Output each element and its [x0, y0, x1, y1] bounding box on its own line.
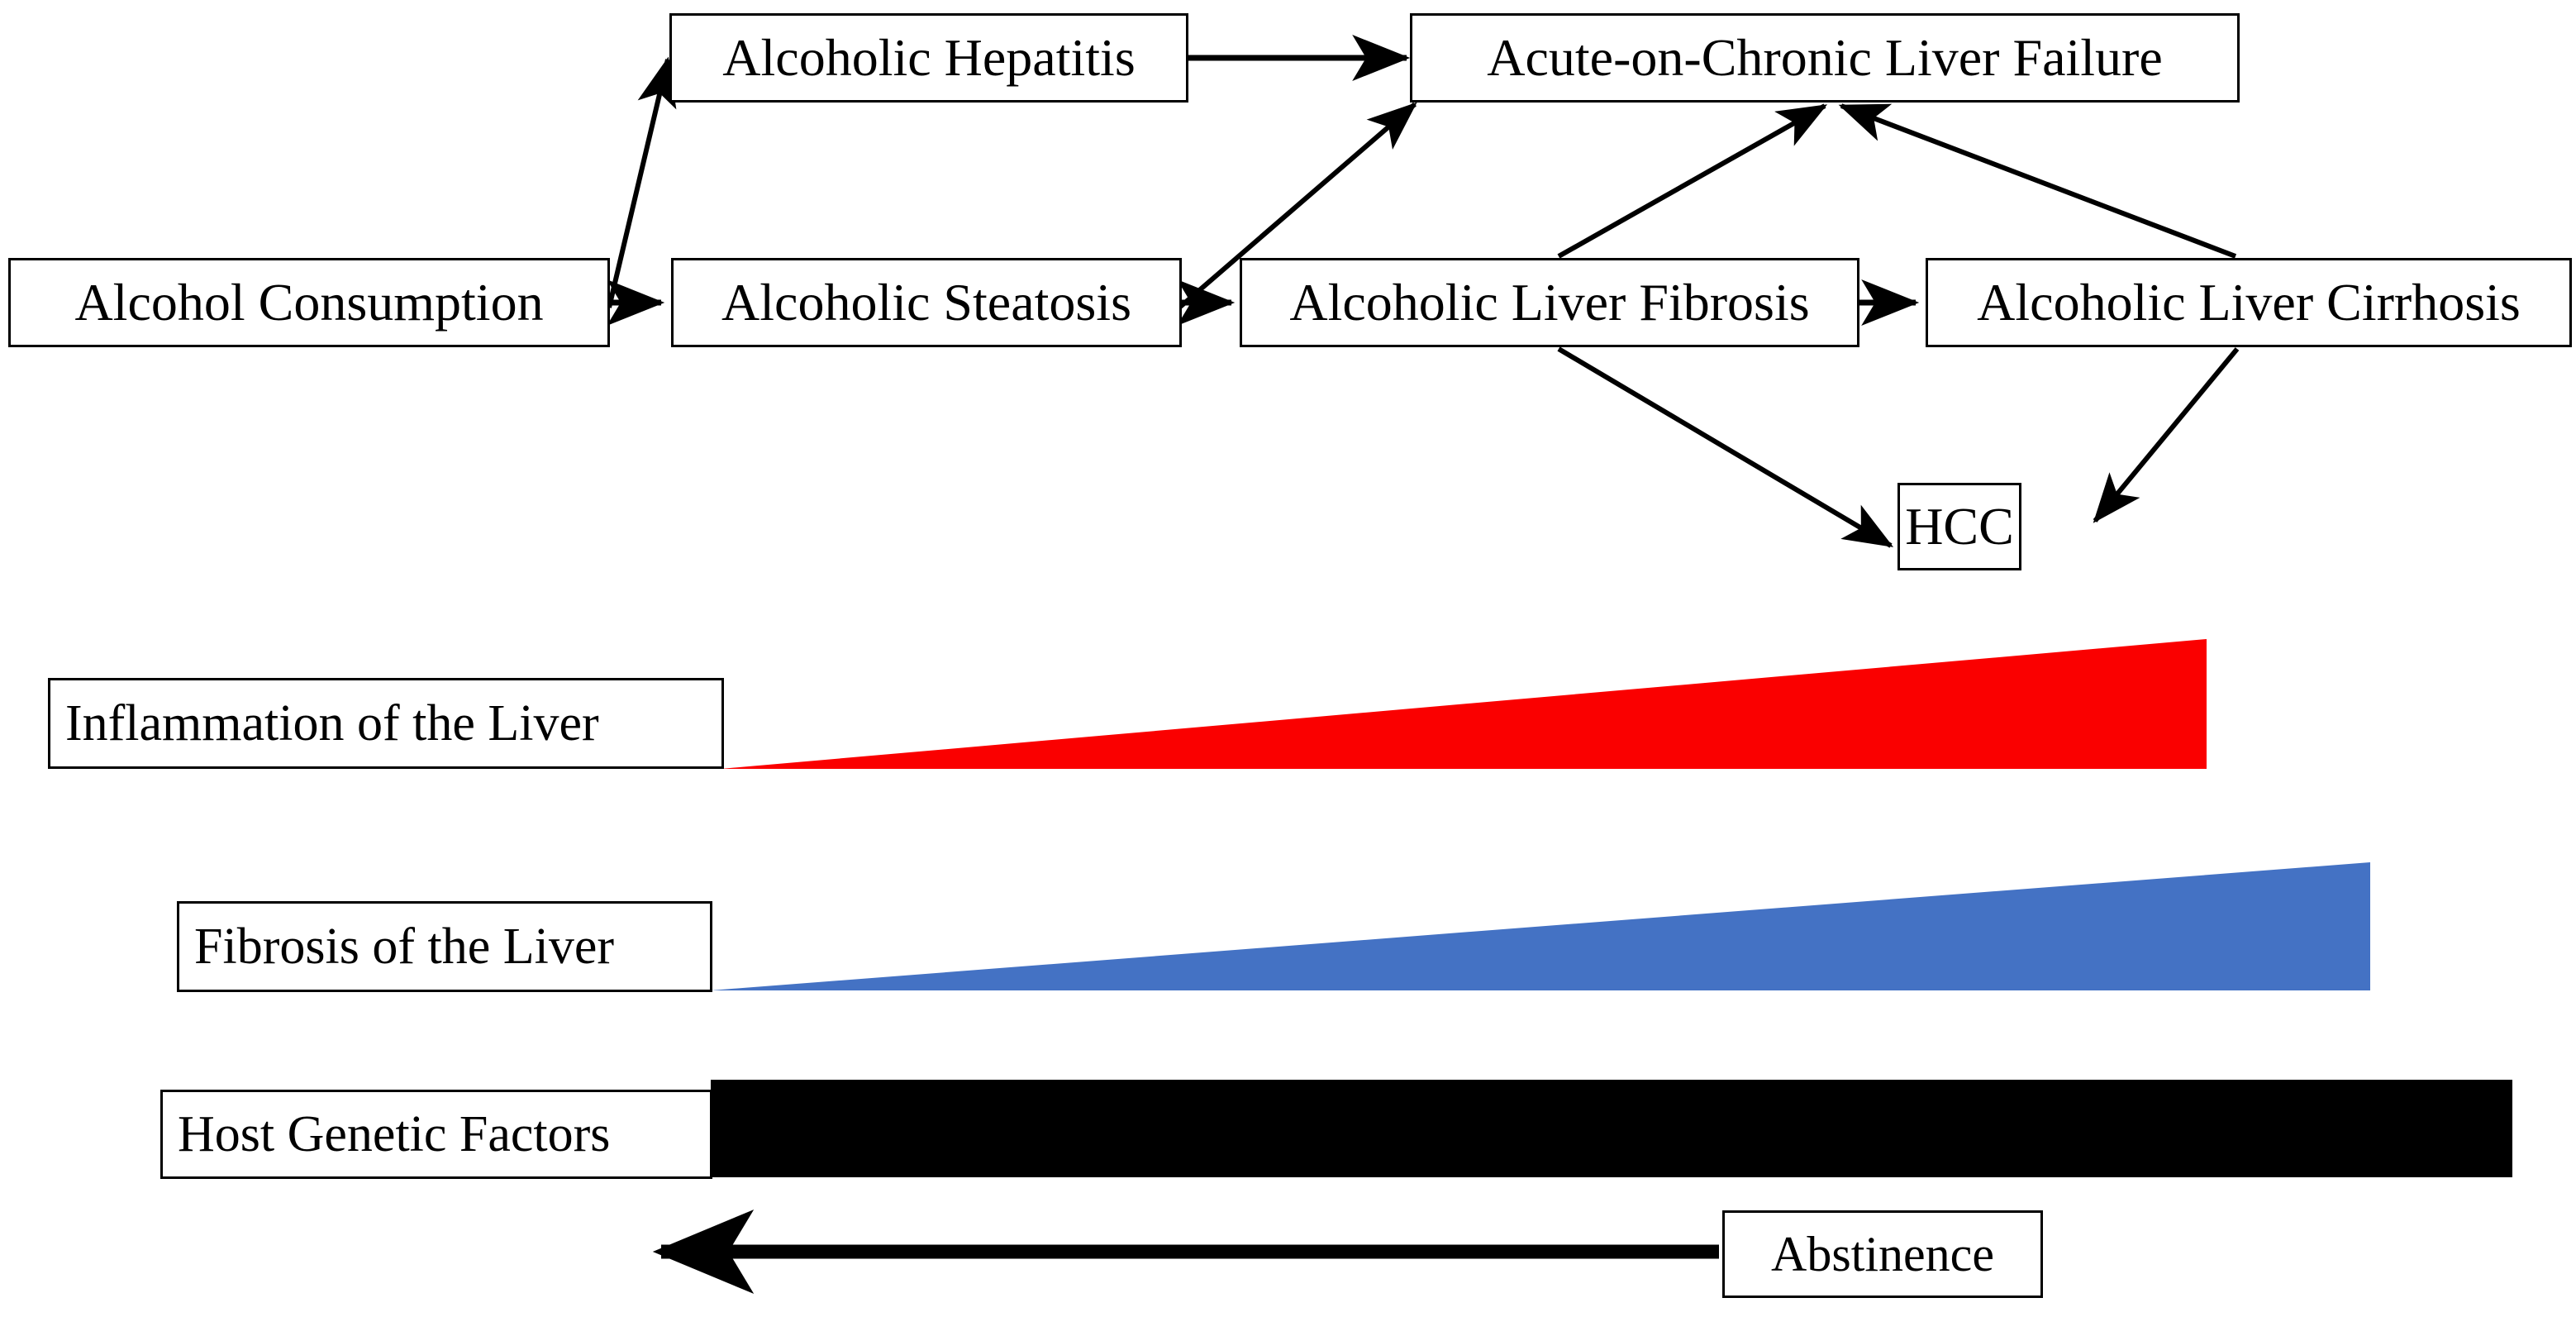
node-alcoholic-hepatitis[interactable]: Alcoholic Hepatitis [669, 13, 1188, 103]
node-alcoholic-liver-cirrhosis[interactable]: Alcoholic Liver Cirrhosis [1926, 258, 2572, 347]
fibrosis-wedge [711, 862, 2370, 990]
host-genetic-factors-bar [711, 1080, 2512, 1177]
node-alcohol-consumption[interactable]: Alcohol Consumption [8, 258, 610, 347]
node-alcoholic-steatosis[interactable]: Alcoholic Steatosis [671, 258, 1182, 347]
band-label-host-genetic-factors[interactable]: Host Genetic Factors [160, 1090, 712, 1179]
node-label: HCC [1905, 497, 2014, 556]
inflammation-wedge [721, 639, 2207, 769]
edge-cirrhosis-to-aclf [1838, 103, 2237, 259]
edge-consumption-to-hepatitis [607, 56, 677, 308]
node-label: Alcoholic Liver Cirrhosis [1977, 273, 2521, 332]
node-label: Abstinence [1771, 1227, 1994, 1281]
node-label: Alcohol Consumption [74, 273, 544, 332]
node-alcoholic-liver-fibrosis[interactable]: Alcoholic Liver Fibrosis [1240, 258, 1859, 347]
node-label: Alcoholic Liver Fibrosis [1289, 273, 1810, 332]
edge-steatosis-to-aclf [1178, 102, 1417, 310]
band-label-fibrosis[interactable]: Fibrosis of the Liver [177, 901, 712, 992]
edge-cirrhosis-to-hcc [2093, 347, 2240, 523]
node-label: Alcoholic Hepatitis [722, 28, 1136, 87]
node-hcc[interactable]: HCC [1897, 483, 2021, 570]
band-label-text: Inflammation of the Liver [65, 695, 599, 752]
node-abstinence[interactable]: Abstinence [1722, 1210, 2043, 1298]
edge-fibrosis-to-aclf [1557, 103, 1828, 259]
edge-fibrosis-to-hcc [1557, 346, 1894, 548]
band-label-text: Fibrosis of the Liver [194, 919, 614, 975]
node-acute-on-chronic-liver-failure[interactable]: Acute-on-Chronic Liver Failure [1410, 13, 2240, 103]
band-label-inflammation[interactable]: Inflammation of the Liver [48, 678, 724, 769]
node-label: Alcoholic Steatosis [721, 273, 1131, 332]
band-label-text: Host Genetic Factors [178, 1106, 611, 1162]
node-label: Acute-on-Chronic Liver Failure [1487, 28, 2163, 87]
